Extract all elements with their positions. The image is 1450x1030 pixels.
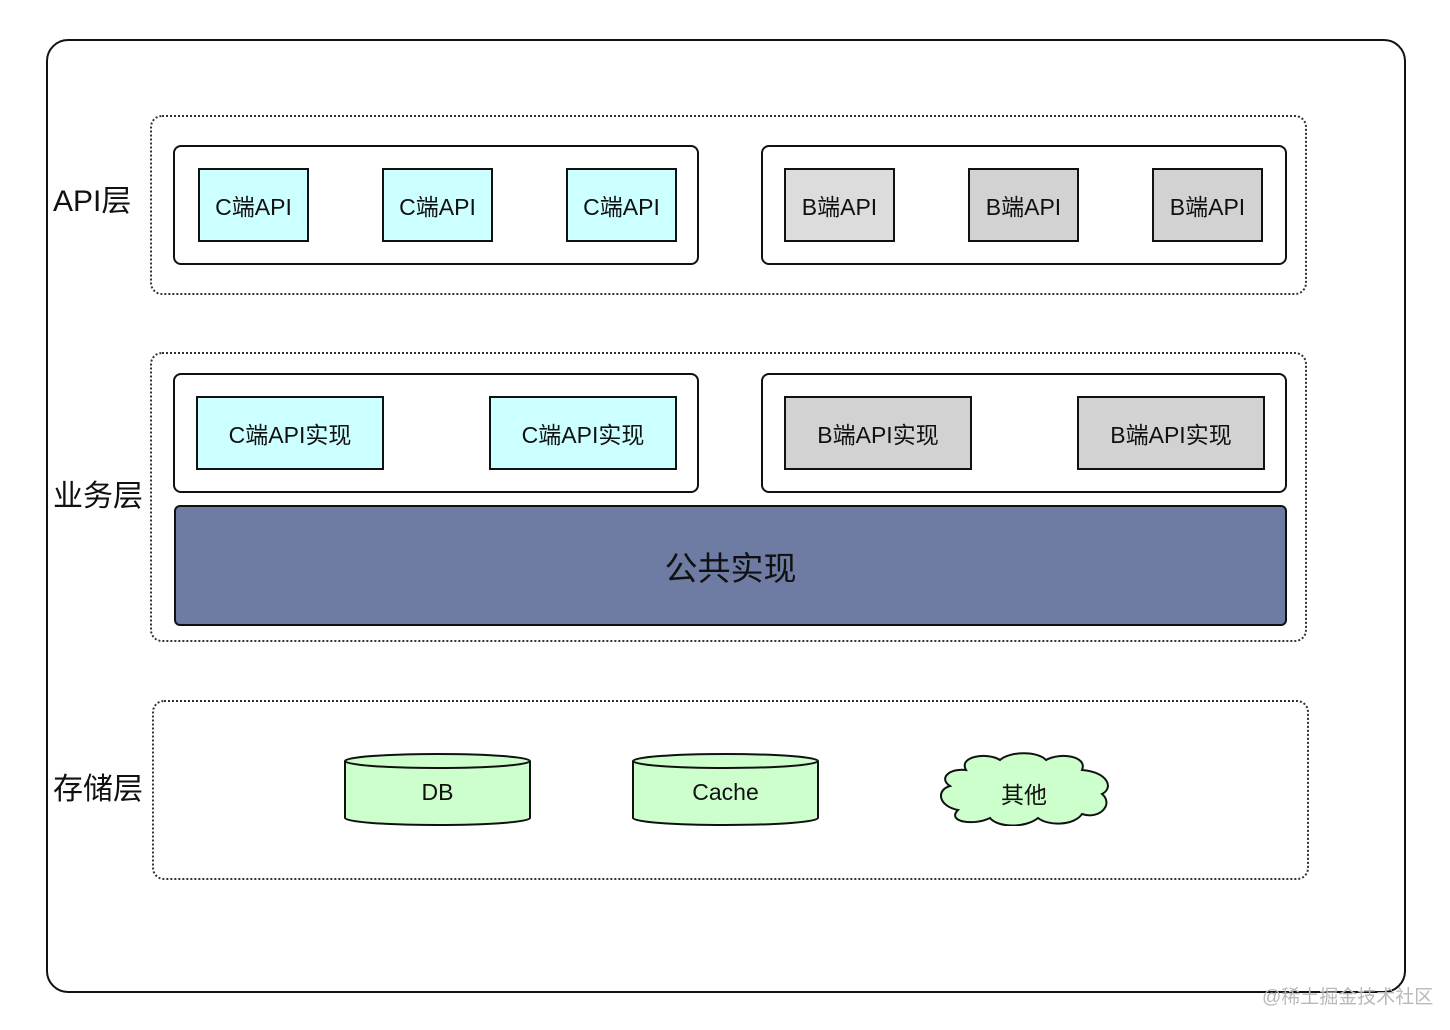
b-api-box: B端API (784, 168, 895, 242)
common-impl-box: 公共实现 (174, 505, 1287, 626)
cache-cylinder: Cache (631, 752, 820, 828)
db-cylinder: DB (343, 752, 532, 828)
other-cloud: 其他 (936, 752, 1112, 826)
b-api-impl-box: B端API实现 (1077, 396, 1265, 470)
db-label: DB (421, 779, 454, 805)
storage-layer (152, 700, 1309, 880)
architecture-frame (46, 39, 1406, 993)
b-api-box: B端API (1152, 168, 1263, 242)
watermark: @稀土掘金技术社区 (1262, 987, 1434, 1008)
b-api-box: B端API (968, 168, 1079, 242)
b-api-impl-box: B端API实现 (784, 396, 972, 470)
c-api-box: C端API (198, 168, 309, 242)
c-api-impl-box: C端API实现 (489, 396, 677, 470)
api-layer-label: API层 (53, 185, 132, 218)
business-layer (150, 352, 1307, 642)
c-api-box: C端API (566, 168, 677, 242)
business-layer-label: 业务层 (53, 480, 143, 513)
c-api-box: C端API (382, 168, 493, 242)
api-layer (150, 115, 1307, 295)
other-label: 其他 (1001, 782, 1047, 808)
cache-label: Cache (692, 779, 759, 805)
storage-layer-label: 存储层 (53, 773, 143, 806)
c-api-impl-box: C端API实现 (196, 396, 384, 470)
